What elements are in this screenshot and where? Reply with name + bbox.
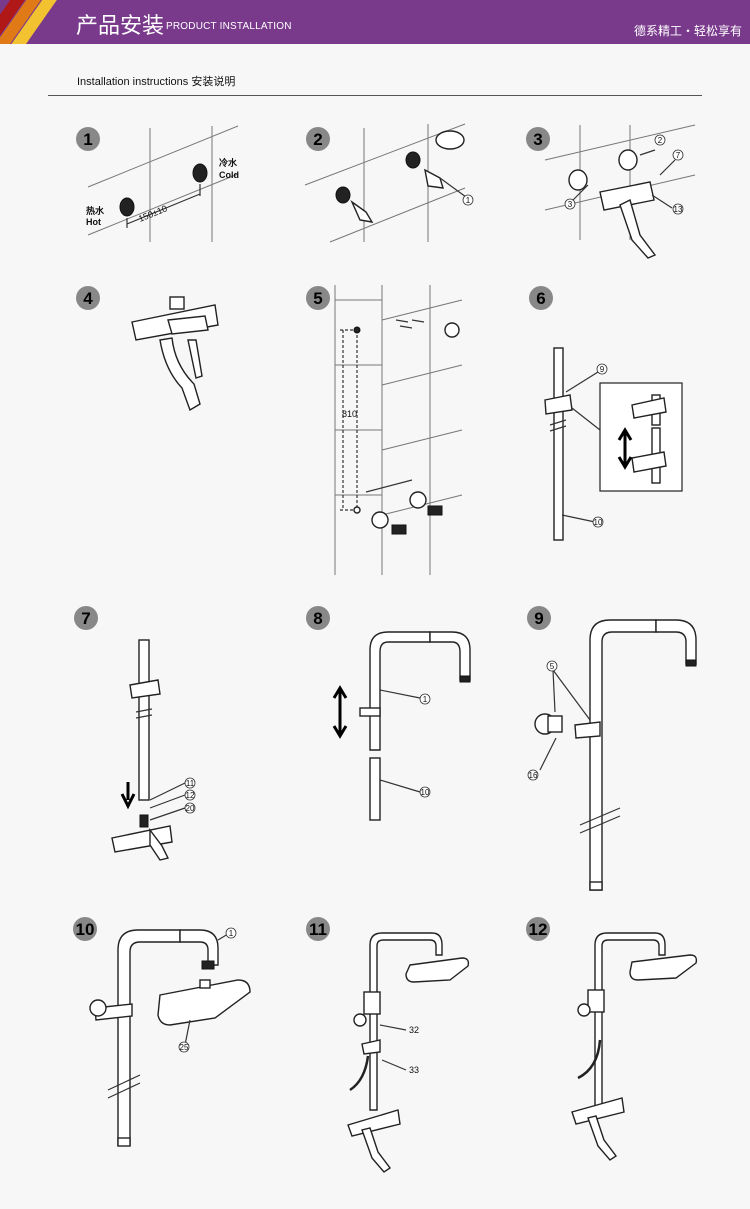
header-banner: 产品安装 PRODUCT INSTALLATION 德系精工・轻松享有 <box>0 0 750 44</box>
step-6-panel: 6 9 10 <box>529 286 683 541</box>
svg-text:25: 25 <box>180 1043 189 1052</box>
svg-text:12: 12 <box>186 791 195 800</box>
step-9-panel: 9 5 16 <box>527 606 697 891</box>
svg-text:10: 10 <box>76 920 95 939</box>
svg-text:13: 13 <box>674 205 683 214</box>
hot-label-zh: 热水 <box>86 205 105 216</box>
svg-text:1: 1 <box>423 695 428 704</box>
svg-text:7: 7 <box>81 609 90 628</box>
hot-label-en: Hot <box>86 217 101 227</box>
svg-text:4: 4 <box>83 289 93 308</box>
page-subtitle: Installation instructions 安装说明 <box>77 76 236 88</box>
svg-text:1: 1 <box>466 196 471 205</box>
svg-text:12: 12 <box>529 920 548 939</box>
step-7-panel: 7 11 12 20 <box>74 606 196 861</box>
step-10-panel: 10 1 25 <box>73 917 251 1147</box>
step-1-panel: 1 150±10 热水 Hot 冷水 Cold <box>76 125 239 242</box>
cold-label-zh: 冷水 <box>219 157 238 168</box>
svg-text:11: 11 <box>186 779 195 788</box>
step-5-panel: 5 810 <box>306 285 463 575</box>
svg-text:1: 1 <box>229 929 234 938</box>
svg-text:7: 7 <box>676 151 681 160</box>
step-12-panel: 12 <box>526 917 698 1161</box>
svg-text:3: 3 <box>533 130 542 149</box>
section-title-en: PRODUCT INSTALLATION <box>166 21 292 32</box>
cold-inlet-icon <box>192 163 208 183</box>
svg-text:9: 9 <box>534 609 543 628</box>
svg-text:8: 8 <box>313 609 322 628</box>
hot-inlet-icon <box>119 197 135 217</box>
cold-label-en: Cold <box>219 170 239 180</box>
svg-text:10: 10 <box>594 518 603 527</box>
step-4-panel: 4 <box>76 286 219 412</box>
svg-text:5: 5 <box>313 289 322 308</box>
step-badge: 1 <box>76 127 100 151</box>
svg-text:10: 10 <box>421 788 430 797</box>
svg-text:6: 6 <box>536 289 545 308</box>
divider <box>48 95 702 96</box>
brand-slogan: 德系精工・轻松享有 <box>633 24 742 38</box>
svg-text:20: 20 <box>186 804 195 813</box>
svg-text:2: 2 <box>313 130 322 149</box>
step-2-panel: 2 1 <box>304 123 474 243</box>
callout-32: 32 <box>409 1025 419 1035</box>
svg-text:3: 3 <box>568 200 573 209</box>
step-3-panel: 3 2 3 7 13 <box>526 124 696 259</box>
step-11-panel: 11 32 33 <box>306 917 470 1173</box>
svg-text:16: 16 <box>529 771 538 780</box>
step-8-panel: 8 1 10 <box>306 606 471 821</box>
svg-text:9: 9 <box>600 365 605 374</box>
svg-text:11: 11 <box>309 920 327 939</box>
svg-text:1: 1 <box>83 130 92 149</box>
section-title: 产品安装 <box>76 13 165 38</box>
svg-text:5: 5 <box>550 662 555 671</box>
height-label: 810 <box>342 409 357 419</box>
svg-text:2: 2 <box>658 136 663 145</box>
spacing-label: 150±10 <box>137 203 169 223</box>
callout-33: 33 <box>409 1065 419 1075</box>
